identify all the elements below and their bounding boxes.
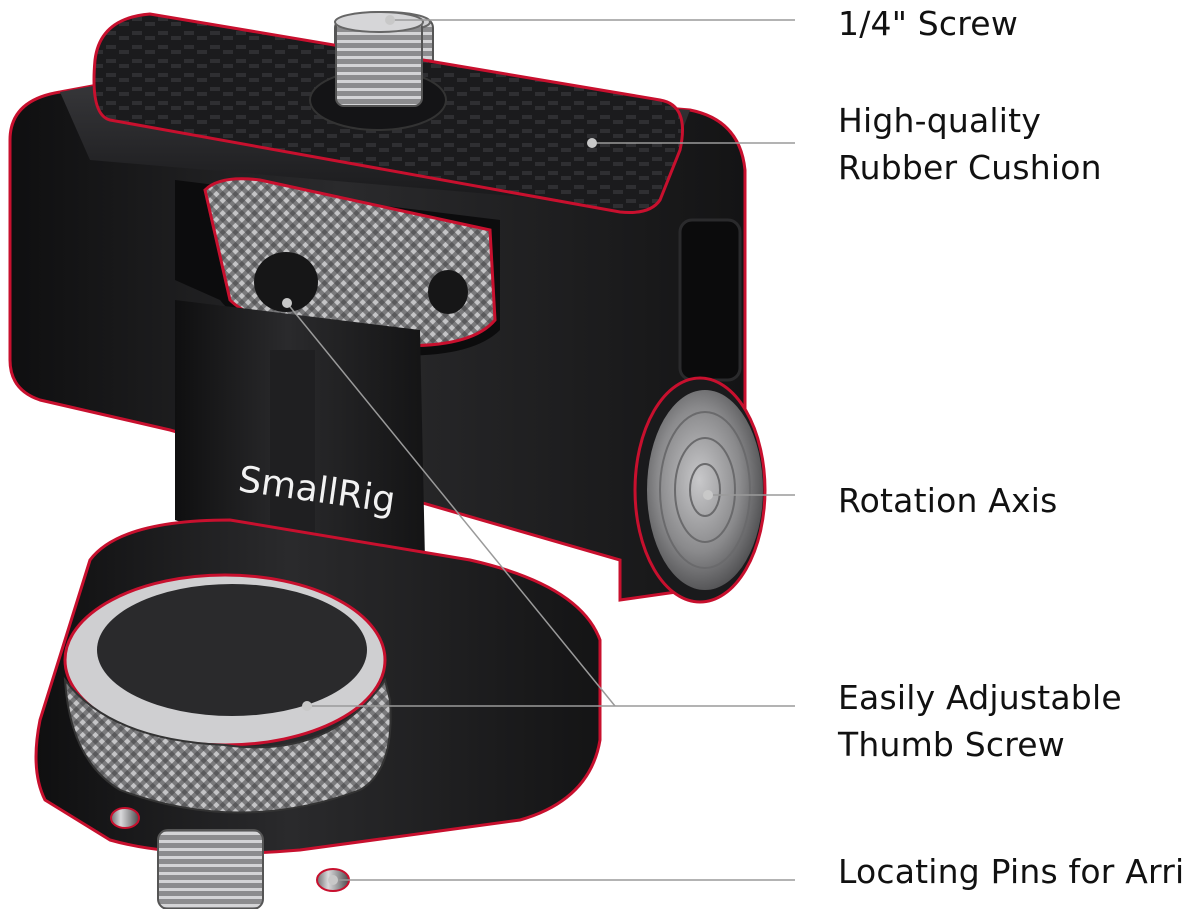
thumb-screw [63, 573, 392, 814]
rotation-axis-disk [633, 376, 767, 604]
leader-lines [282, 15, 795, 885]
callout-label-cushion: High-quality Rubber Cushion [838, 97, 1102, 191]
callout-label-thumb-screw: Easily Adjustable Thumb Screw [838, 674, 1122, 768]
callout-label-locating-pins: Locating Pins for Arri [838, 848, 1184, 895]
callout-line: Easily Adjustable [838, 678, 1122, 717]
swivel-column [175, 300, 425, 563]
callout-line: Rubber Cushion [838, 148, 1102, 187]
callout-label-rotation: Rotation Axis [838, 477, 1058, 524]
rubber-cushion [92, 11, 684, 214]
callout-label-screw: 1/4" Screw [838, 0, 1018, 47]
callout-line: 1/4" Screw [838, 4, 1019, 43]
side-slot [678, 218, 742, 382]
callout-line: Locating Pins for Arri [838, 852, 1185, 891]
callout-line: Thumb Screw [838, 725, 1065, 764]
callout-line: High-quality [838, 101, 1042, 140]
callout-line: Rotation Axis [838, 481, 1058, 520]
bottom-screw [157, 829, 264, 910]
